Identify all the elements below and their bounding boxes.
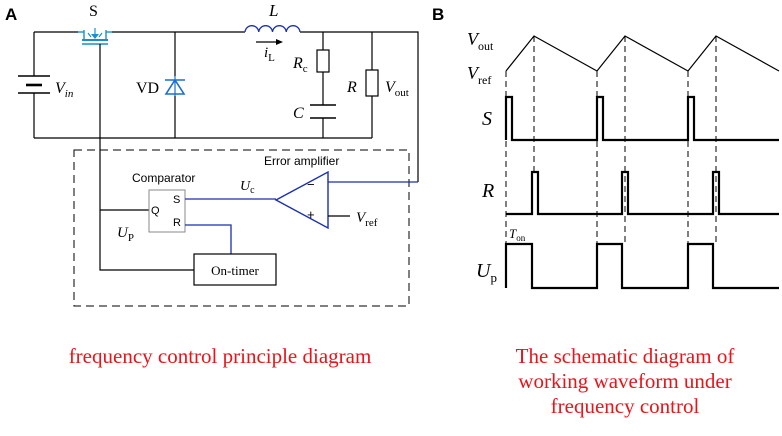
right-caption-line-3: frequency control [550, 394, 700, 418]
panel-b: B Vout Vref S R Up Ton [432, 5, 780, 290]
capacitor-label: C [293, 105, 304, 122]
right-caption: The schematic diagram of working wavefor… [472, 344, 778, 419]
comparator-s-pin: S [173, 194, 180, 206]
comparator-box [148, 189, 186, 233]
vout-wave-label: Vout [467, 29, 494, 53]
up-label: UP [117, 225, 134, 244]
ton-label: Ton [509, 226, 526, 243]
comparator-label: Comparator [132, 171, 195, 185]
control-block-outline [73, 149, 410, 307]
capacitor-icon [310, 104, 336, 119]
comparator-r-pin: R [173, 217, 181, 229]
panel-a: A Vin S [5, 1, 419, 307]
vref-label: Vref [356, 210, 378, 229]
error-amp-plus: + [307, 207, 315, 222]
inductor-icon [244, 25, 301, 33]
diode-icon [164, 76, 186, 96]
diode-label: VD [136, 80, 159, 97]
inductor-label: L [268, 1, 278, 20]
uc-label: Uc [240, 179, 255, 196]
r-wave [506, 170, 779, 216]
up-wave-label: Up [476, 260, 497, 285]
esr-resistor-icon [316, 49, 330, 73]
comparator-q-pin: Q [151, 205, 160, 217]
up-wave [504, 242, 779, 290]
load-resistor-icon [365, 69, 379, 97]
current-arrow-icon [256, 39, 283, 45]
vout-sawtooth-wave [505, 35, 780, 72]
load-label: R [346, 79, 357, 96]
vin-label: Vin [55, 80, 74, 100]
reset-wire [185, 224, 232, 254]
panel-a-letter: A [5, 5, 17, 24]
error-amp-minus: − [307, 177, 315, 192]
mosfet-switch-icon [78, 28, 112, 45]
switch-label: S [89, 3, 98, 20]
s-wave [504, 95, 779, 142]
vref-wave-label: Vref [467, 63, 491, 87]
gate-drive-wire [99, 44, 194, 271]
panel-b-letter: B [432, 5, 444, 24]
s-wave-label: S [482, 108, 492, 130]
inductor-current-label: iL [264, 45, 275, 64]
vout-label: Vout [385, 79, 409, 99]
top-rail [34, 31, 419, 182]
left-caption: frequency control principle diagram [68, 344, 372, 368]
on-timer-box [193, 253, 277, 286]
right-caption-line-2: working waveform under [518, 369, 732, 393]
error-amplifier-icon [274, 170, 329, 230]
error-amp-label: Error amplifier [264, 154, 339, 168]
esr-label: Rc [292, 55, 308, 75]
right-caption-line-1: The schematic diagram of [515, 344, 735, 368]
on-timer-label: On-timer [211, 263, 259, 278]
vin-battery-symbol [18, 75, 50, 94]
r-wave-label: R [481, 180, 494, 202]
timing-guide-lines [505, 36, 717, 244]
